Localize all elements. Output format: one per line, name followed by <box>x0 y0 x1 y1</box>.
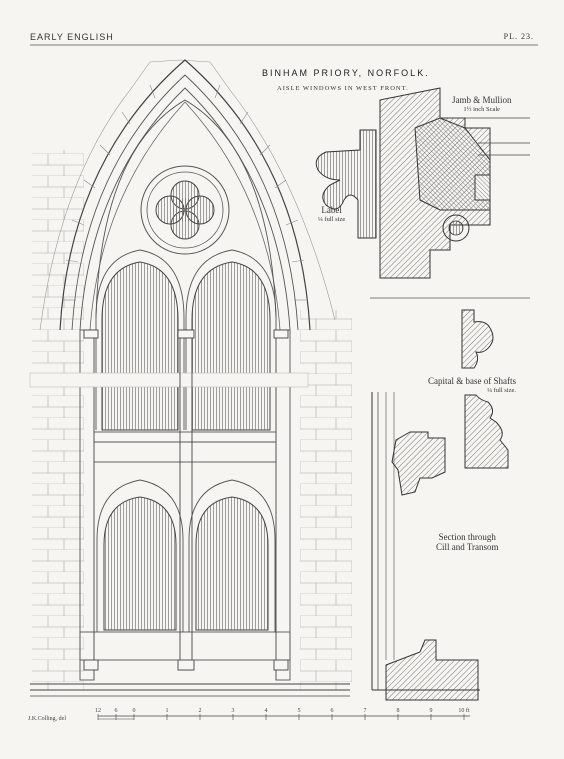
capital-caption: Capital & base of Shafts ¼ full size. <box>428 376 516 396</box>
window-elevation <box>29 59 352 697</box>
jamb-mullion-scale: 1½ inch Scale <box>463 106 501 113</box>
draughtsman-credit: J.K.Colling, del <box>28 716 67 722</box>
scale-tick-label: 2 <box>199 708 202 714</box>
jamb-mullion-caption: Jamb & Mullion 1½ inch Scale <box>452 95 512 115</box>
capital-base-profiles <box>461 309 509 469</box>
scale-tick-label: 10 ft <box>458 707 469 714</box>
header-style-label: EARLY ENGLISH <box>30 32 114 42</box>
scale-tick-label: 3 <box>232 708 235 714</box>
hood-mould <box>59 59 311 331</box>
scale-tick-label: 4 <box>265 708 268 714</box>
scale-tick-label: 9 <box>430 708 433 714</box>
plate-subtitle: AISLE WINDOWS IN WEST FRONT. <box>277 85 409 92</box>
transom-band <box>29 372 309 388</box>
scale-tick-label: 6 <box>115 708 118 714</box>
lower-right-light <box>195 496 269 631</box>
label-scale: ¼ full size <box>318 216 346 223</box>
jamb-mullion-profile <box>370 87 530 299</box>
jamb-mullion-title: Jamb & Mullion <box>452 95 512 105</box>
capital-title: Capital & base of Shafts <box>428 376 516 386</box>
scale-tick-label: 0 <box>133 708 136 714</box>
section-line-1: Section through <box>438 532 496 542</box>
label-caption: Label ¼ full size <box>318 205 345 225</box>
section-caption: Section through Cill and Transom <box>436 532 499 552</box>
scale-tick-label: 1 <box>166 708 169 714</box>
upper-left-lancet <box>101 261 179 431</box>
right-wall-masonry <box>300 310 352 690</box>
capital-scale: ¼ full size. <box>487 387 516 394</box>
lower-left-light <box>103 496 177 631</box>
section-line-2: Cill and Transom <box>436 542 499 552</box>
label-profile <box>315 129 377 239</box>
label-title: Label <box>321 205 342 215</box>
plate-title: BINHAM PRIORY, NORFOLK. <box>262 68 430 78</box>
scale-tick-label: 8 <box>397 708 400 714</box>
cill-transom-section <box>371 392 480 701</box>
upper-right-lancet <box>191 261 271 431</box>
plate-number: PL. 23. <box>503 32 534 41</box>
scale-bar: 12 6 0 1 2 3 4 5 6 7 8 9 10 ft <box>95 707 470 720</box>
scale-tick-label: 5 <box>298 708 301 714</box>
scale-tick-label: 7 <box>364 708 367 714</box>
scale-tick-label: 12 <box>95 708 101 714</box>
scale-tick-label: 6 <box>331 708 334 714</box>
quatrefoil-tracery <box>140 165 230 255</box>
